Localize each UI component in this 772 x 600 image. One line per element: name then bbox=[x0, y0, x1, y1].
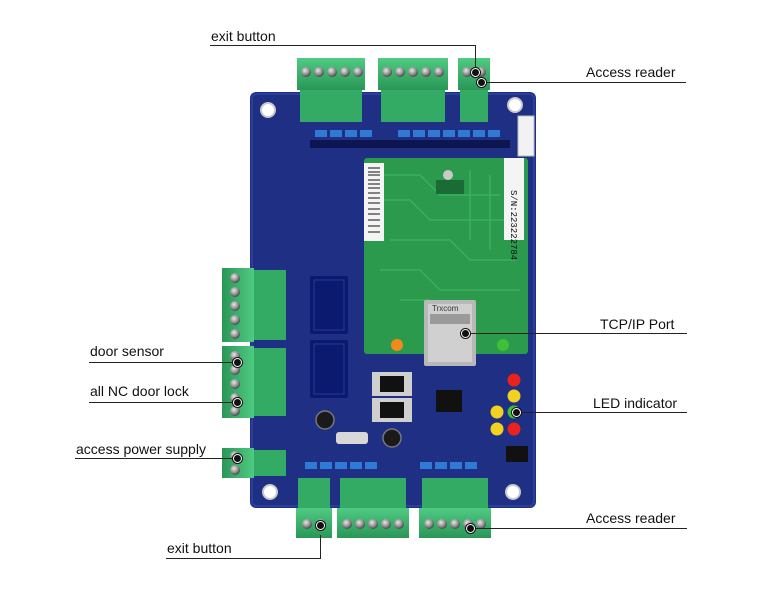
label-exit-button-top: exit button bbox=[211, 28, 276, 44]
terminal-block-bottom-3 bbox=[419, 478, 491, 538]
terminal-block-top-2 bbox=[378, 58, 448, 122]
sn-label bbox=[504, 158, 524, 240]
label-led-indicator: LED indicator bbox=[593, 395, 678, 411]
terminal-block-bottom-1 bbox=[296, 478, 332, 538]
sub-board bbox=[364, 158, 528, 354]
label-exit-button-bottom: exit button bbox=[167, 540, 232, 556]
terminal-block-left-3 bbox=[222, 448, 286, 478]
relay-1 bbox=[310, 276, 348, 334]
label-access-reader-top: Access reader bbox=[586, 64, 676, 80]
terminal-block-left-2 bbox=[222, 346, 286, 418]
rj45-brand: Trxcom bbox=[432, 304, 459, 313]
label-tcp-ip-port: TCP/IP Port bbox=[600, 316, 675, 332]
led-indicators bbox=[490, 373, 521, 436]
relay-2 bbox=[310, 340, 348, 398]
barcode-sticker bbox=[364, 163, 384, 241]
terminal-block-top-1 bbox=[297, 58, 365, 122]
label-all-nc-door-lock: all NC door lock bbox=[90, 383, 189, 399]
terminal-block-bottom-2 bbox=[337, 478, 409, 538]
label-door-sensor: door sensor bbox=[90, 343, 164, 359]
label-access-power-supply: access power supply bbox=[76, 441, 206, 457]
terminal-block-left-1 bbox=[222, 268, 286, 342]
serial-number: S/N:223222784 bbox=[508, 190, 518, 261]
label-access-reader-bottom: Access reader bbox=[586, 510, 676, 526]
mounting-holes bbox=[260, 97, 523, 500]
